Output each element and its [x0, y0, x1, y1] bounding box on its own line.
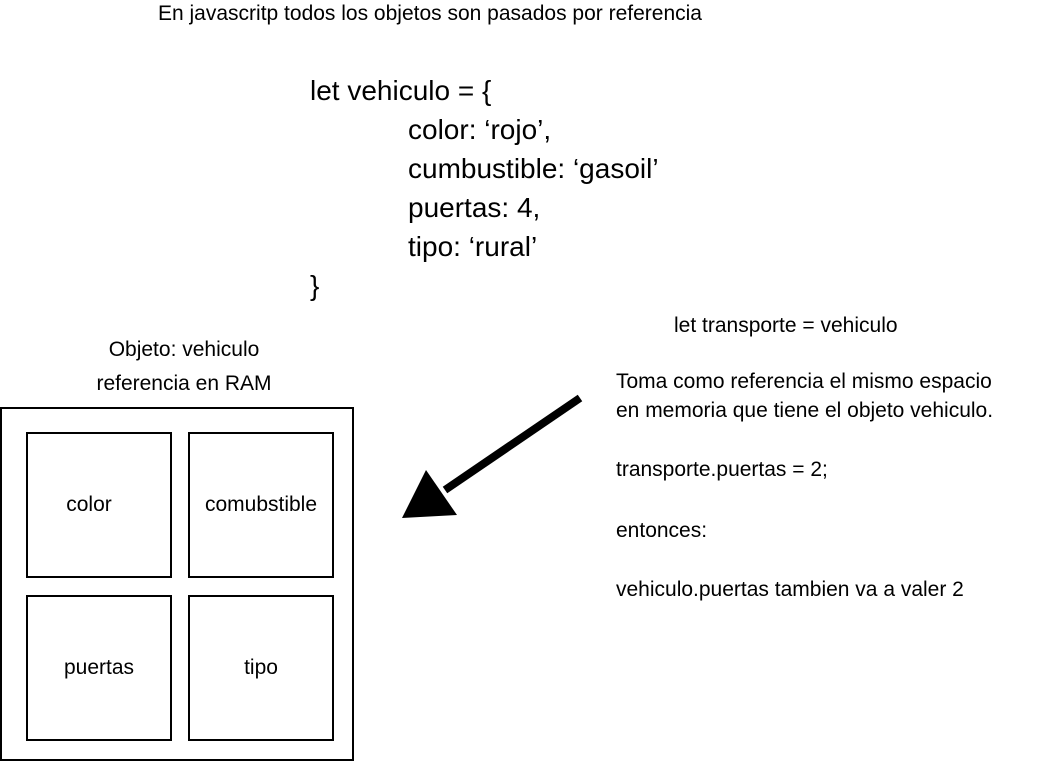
cell-combustible: comubstible: [188, 432, 334, 578]
assignment-title: let transporte = vehiculo: [674, 314, 898, 337]
cell-tipo: tipo: [188, 595, 334, 741]
code-line-color: color: ‘rojo’,: [408, 114, 552, 145]
object-memory-box: color comubstible puertas tipo: [0, 407, 354, 761]
cell-label-tipo: tipo: [244, 656, 278, 679]
explanation-line-2: en memoria que tiene el objeto vehiculo.: [616, 399, 994, 422]
cell-label-color: color: [66, 493, 112, 516]
explanation-line-1: Toma como referencia el mismo espacio: [616, 370, 992, 393]
object-caption-title: Objeto: vehiculo: [108, 338, 260, 361]
cell-label-puertas: puertas: [63, 656, 135, 679]
cell-puertas: puertas: [26, 595, 172, 741]
then-label: entonces:: [616, 519, 708, 542]
code-line-declaration: let vehiculo = {: [310, 75, 492, 106]
cell-label-combustible: comubstible: [204, 493, 318, 516]
header-text: En javascritp todos los objetos son pasa…: [158, 2, 702, 25]
cell-color: color: [26, 432, 172, 578]
code-line-combustible: cumbustible: ‘gasoil’: [408, 153, 659, 184]
code-line-closing-brace: }: [310, 270, 320, 301]
assignment-statement: transporte.puertas = 2;: [616, 458, 828, 481]
object-caption-subtitle: referencia en RAM: [96, 372, 272, 395]
code-line-puertas: puertas: 4,: [408, 192, 541, 223]
conclusion-text: vehiculo.puertas tambien va a valer 2: [616, 578, 964, 601]
code-line-tipo: tipo: ‘rural’: [408, 231, 538, 262]
